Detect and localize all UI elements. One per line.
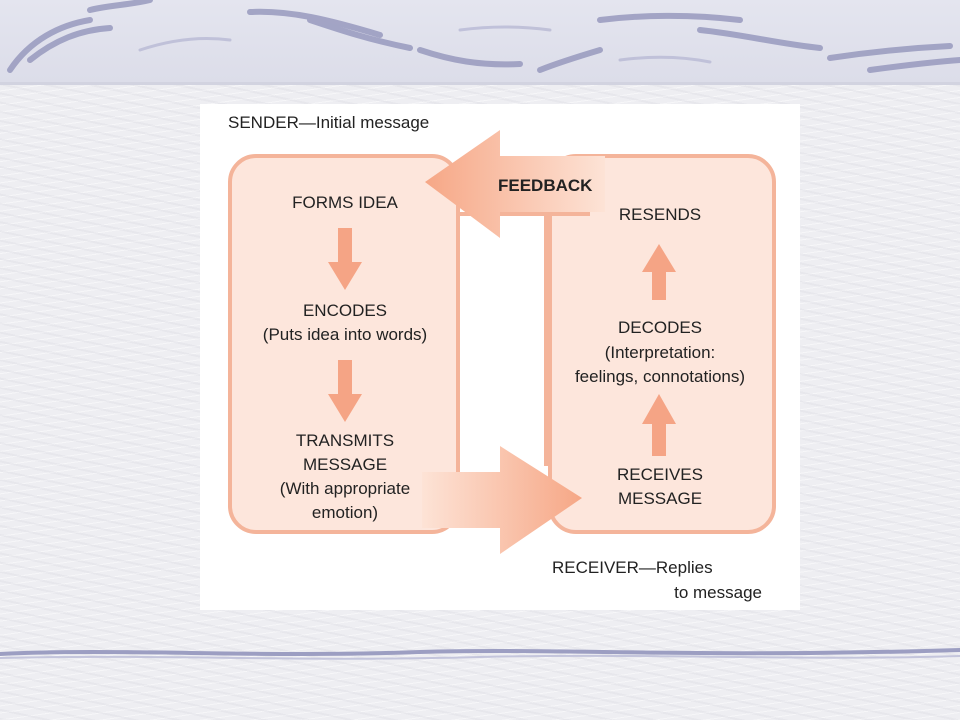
step-encodes: ENCODES: [302, 301, 388, 320]
step-transmits-line2: MESSAGE: [302, 455, 388, 474]
diagram-shapes: [228, 130, 776, 554]
receiver-caption-line1: RECEIVER—Replies: [552, 558, 713, 577]
bottom-decorative-band: [0, 640, 960, 670]
step-forms-idea: FORMS IDEA: [292, 193, 398, 212]
step-encodes-note: (Puts idea into words): [262, 325, 428, 344]
step-transmits-note-line1: (With appropriate: [279, 479, 411, 498]
up-arrow-to-resends: [642, 244, 676, 300]
step-transmits-line1: TRANSMITS: [295, 431, 395, 450]
step-decodes-note-line2: feelings, connotations): [574, 367, 746, 386]
feedback-label: FEEDBACK: [498, 176, 593, 195]
sender-caption: SENDER—Initial message: [228, 113, 430, 132]
receiver-caption-line2: to message: [674, 583, 762, 602]
step-decodes: DECODES: [617, 318, 703, 337]
up-arrow-to-decodes: [642, 394, 676, 456]
step-resends: RESENDS: [618, 205, 702, 224]
transmit-arrow: [422, 446, 582, 554]
receiver-box: [548, 154, 776, 534]
step-receives-line2: MESSAGE: [617, 489, 703, 508]
step-transmits-note-line2: emotion): [311, 503, 379, 522]
feedback-arrow: [425, 130, 605, 238]
top-decorative-band: [0, 0, 960, 85]
down-arrow-to-encodes: [328, 228, 362, 290]
down-arrow-to-transmits: [328, 360, 362, 422]
step-decodes-note-line1: (Interpretation:: [604, 343, 716, 362]
step-receives-line1: RECEIVES: [617, 465, 703, 484]
communication-diagram: SENDER—Initial message FEEDBACK FORMS ID…: [200, 104, 800, 610]
